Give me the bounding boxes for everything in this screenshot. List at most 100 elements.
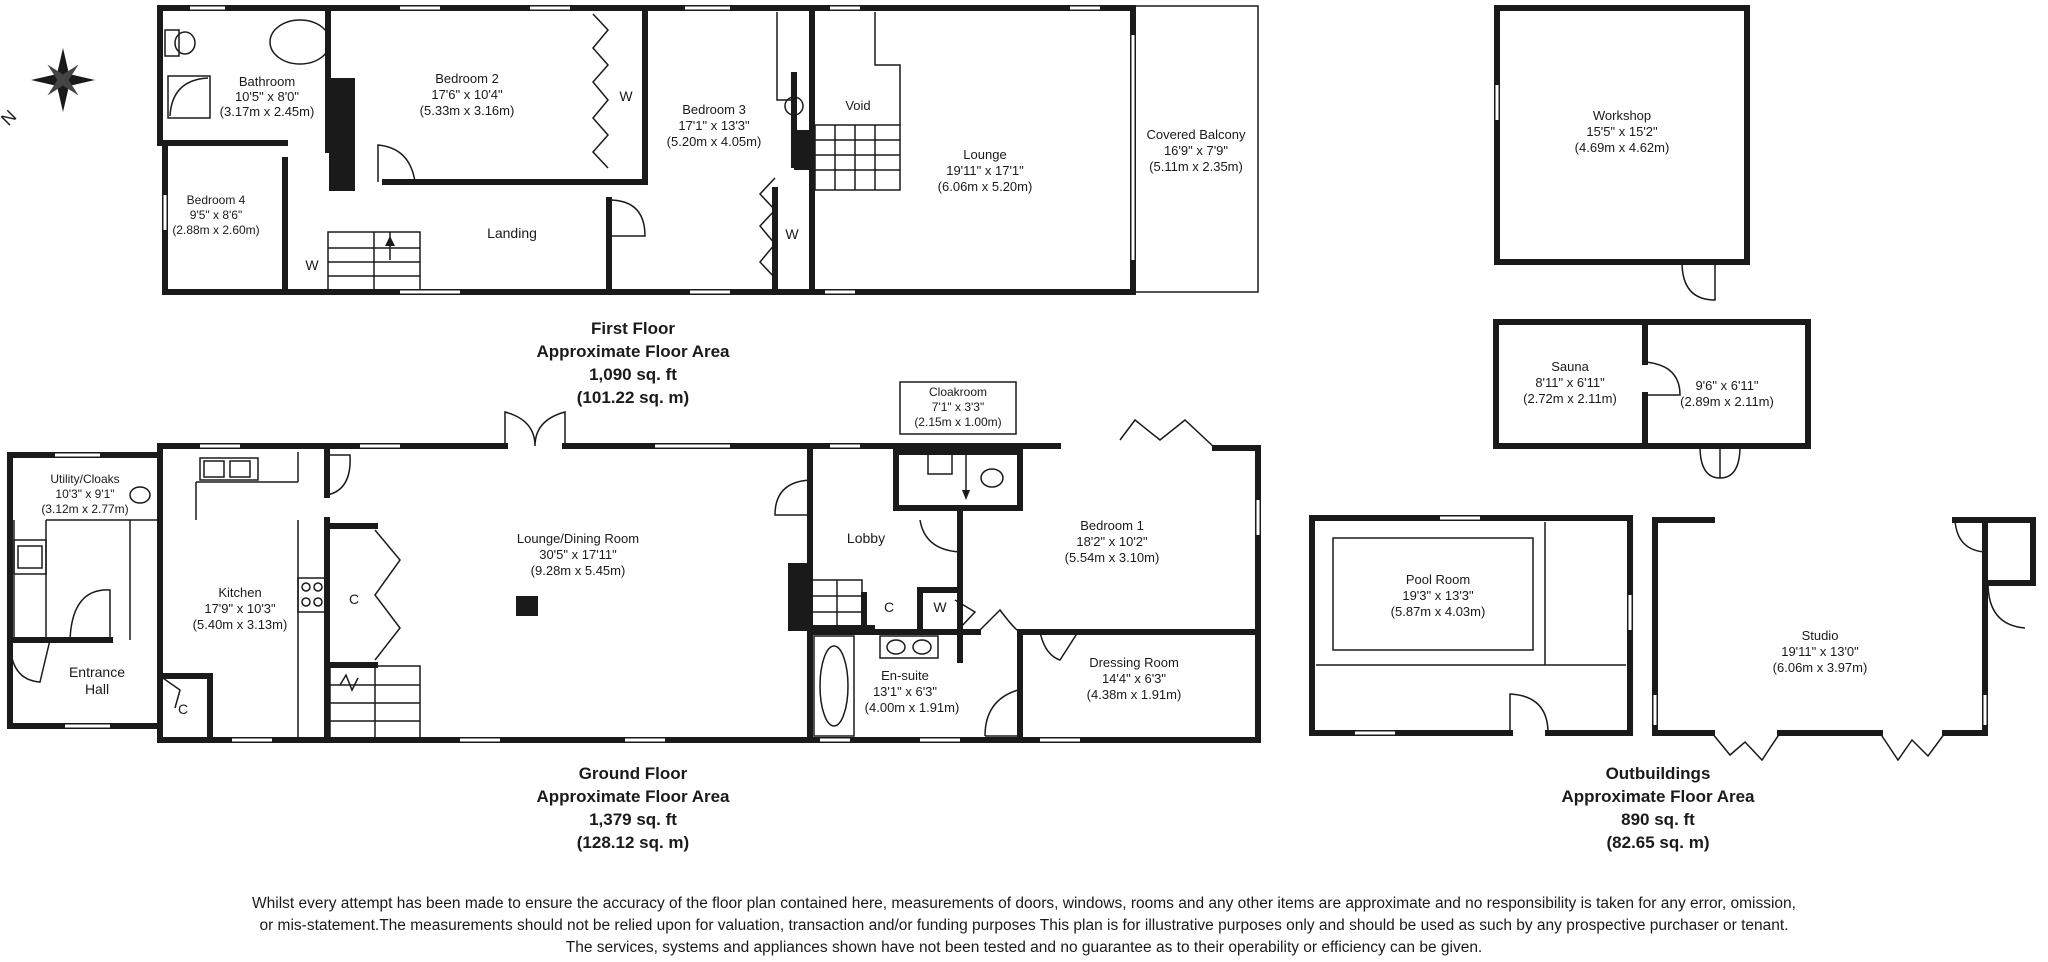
outbuildings-area-sqm: (82.65 sq. m): [1607, 833, 1710, 852]
room-metric-bathroom: (3.17m x 2.45m): [220, 104, 315, 119]
double-doors-sauna: [1699, 445, 1741, 479]
windows-first-floor: [163, 6, 1135, 294]
door-lounge-kitchen: [326, 454, 351, 496]
room-metric-workshop: (4.69m x 4.62m): [1575, 140, 1670, 155]
door-utility: [69, 589, 111, 641]
outbuildings-title: Outbuildings: [1606, 764, 1711, 783]
room-label-cloakroom: Cloakroom: [929, 385, 987, 399]
wardrobe-doors-lobby: [954, 599, 977, 629]
cupboard-label-ground: C: [349, 591, 359, 607]
ensuite-fixtures: [813, 635, 1019, 737]
room-label-entrance: Entrance: [69, 664, 125, 680]
room-metric-sauna: (2.72m x 2.11m): [1523, 391, 1617, 406]
compass-north-label: N: [0, 106, 20, 129]
french-doors-lounge: [504, 411, 566, 447]
room-label-lounge-first: Lounge: [963, 147, 1006, 162]
room-label-bedroom-2: Bedroom 2: [435, 71, 499, 86]
wardrobe-label-bedroom4: W: [305, 257, 319, 273]
bifold-doors-bedroom1: [1119, 418, 1216, 449]
door-bedroom1: [919, 519, 961, 553]
wardrobe-doors-bedroom2: [591, 13, 610, 169]
wardrobe-label-bedroom2: W: [619, 88, 633, 104]
wardrobe-label-bedroom3: W: [785, 226, 799, 242]
room-label-bedroom-4: Bedroom 4: [187, 193, 246, 207]
room-dim-dressing-room: 14'4" x 6'3": [1102, 671, 1166, 686]
room-label-utility-cloaks: Utility/Cloaks: [50, 472, 119, 486]
room-dim-lounge-first: 19'11" x 17'1": [946, 163, 1024, 178]
door-studio-side: [1987, 582, 2026, 629]
first-floor-plan: Bathroom 10'5" x 8'0" (3.17m x 2.45m) Be…: [157, 5, 1259, 407]
room-label-lounge-dining: Lounge/Dining Room: [517, 531, 639, 546]
door-lobby: [774, 479, 811, 516]
room-metric-bedroom-4: (2.88m x 2.60m): [172, 223, 259, 237]
ground-floor-area-sqm: (128.12 sq. m): [577, 833, 689, 852]
room-label-workshop: Workshop: [1593, 108, 1651, 123]
room-dim-workshop: 15'5" x 15'2": [1586, 124, 1658, 139]
bifold-doors-studio-left: [1711, 732, 1781, 762]
room-metric-kitchen: (5.40m x 3.13m): [193, 617, 288, 632]
room-dim-kitchen: 17'9" x 10'3": [204, 601, 276, 616]
first-floor-subtitle: Approximate Floor Area: [536, 342, 730, 361]
room-dim-bathroom: 10'5" x 8'0": [235, 89, 299, 104]
staircase-ground-floor: [329, 665, 421, 741]
room-metric-en-suite: (4.00m x 1.91m): [865, 700, 960, 715]
room-label-lobby: Lobby: [847, 530, 885, 546]
room-label-en-suite: En-suite: [881, 668, 929, 683]
cupboard-label-hall: C: [178, 701, 188, 717]
outbuildings-area-sqft: 890 sq. ft: [1621, 810, 1695, 829]
room-label-bathroom: Bathroom: [239, 74, 295, 89]
ground-floor-title: Ground Floor: [579, 764, 688, 783]
windows-ground-floor: [55, 444, 1260, 742]
room-label-pool-room: Pool Room: [1406, 572, 1470, 587]
room-dim-lounge-dining: 30'5" x 17'11": [539, 547, 617, 562]
staircase-void: [776, 12, 901, 191]
room-dim-sauna-annex: 9'6" x 6'11": [1695, 378, 1758, 393]
room-label-sauna: Sauna: [1551, 359, 1589, 374]
wardrobe-doors-bedroom3: [758, 177, 777, 279]
room-metric-bedroom-3: (5.20m x 4.05m): [667, 134, 762, 149]
room-label-studio: Studio: [1802, 628, 1839, 643]
cupboard-doors-ground: [374, 529, 401, 661]
door-bedroom2: [377, 144, 416, 183]
ground-floor-plan: Utility/Cloaks 10'3" x 9'1" (3.12m x 2.7…: [7, 381, 1261, 852]
room-metric-dressing-room: (4.38m x 1.91m): [1087, 687, 1182, 702]
room-dim-en-suite: 13'1" x 6'3": [873, 684, 937, 699]
disclaimer-line-3: The services, systems and appliances sho…: [565, 939, 1483, 956]
room-dim-utility-cloaks: 10'3" x 9'1": [55, 487, 114, 501]
outbuildings-subtitle: Approximate Floor Area: [1561, 787, 1755, 806]
staircase-first-floor: [327, 231, 421, 293]
cloakroom-fixtures: [927, 452, 1004, 500]
ground-floor-area-sqft: 1,379 sq. ft: [589, 810, 677, 829]
door-sauna: [1644, 361, 1681, 396]
disclaimer-line-2: or mis-statement.The measurements should…: [259, 917, 1789, 934]
room-metric-utility-cloaks: (3.12m x 2.77m): [41, 502, 128, 516]
room-label-kitchen: Kitchen: [218, 585, 261, 600]
bifold-doors-studio-right: [1879, 732, 1946, 762]
staircase-lobby: [811, 579, 863, 629]
room-dim-cloakroom: 7'1" x 3'3": [932, 400, 984, 414]
room-metric-studio: (6.06m x 3.97m): [1773, 660, 1868, 675]
room-label-hall: Hall: [85, 681, 109, 697]
room-metric-bedroom-1: (5.54m x 3.10m): [1065, 550, 1160, 565]
door-bedroom3: [608, 199, 646, 237]
room-metric-lounge-first: (6.06m x 5.20m): [938, 179, 1033, 194]
door-dressing: [1039, 631, 1079, 661]
room-dim-covered-balcony: 16'9" x 7'9": [1164, 143, 1228, 158]
kitchen-fixtures: [199, 457, 327, 613]
door-entrance: [9, 639, 51, 683]
compass-rose-icon: N: [0, 48, 95, 129]
door-pool-room: [1509, 693, 1549, 734]
disclaimer-text: Whilst every attempt has been made to en…: [60, 893, 1988, 959]
room-dim-bedroom-2: 17'6" x 10'4": [431, 87, 503, 102]
room-label-bedroom-3: Bedroom 3: [682, 102, 746, 117]
room-metric-pool-room: (5.87m x 4.03m): [1391, 604, 1486, 619]
room-metric-lounge-dining: (9.28m x 5.45m): [531, 563, 626, 578]
room-metric-covered-balcony: (5.11m x 2.35m): [1149, 159, 1243, 174]
outbuildings-plan: Workshop 15'5" x 15'2" (4.69m x 4.62m) S…: [1309, 5, 2036, 852]
room-metric-cloakroom: (2.15m x 1.00m): [914, 415, 1001, 429]
first-floor-title: First Floor: [591, 319, 675, 338]
door-workshop: [1681, 261, 1716, 301]
cloakroom-label-box: Cloakroom 7'1" x 3'3" (2.15m x 1.00m): [899, 381, 1017, 435]
door-studio: [1954, 519, 1986, 553]
